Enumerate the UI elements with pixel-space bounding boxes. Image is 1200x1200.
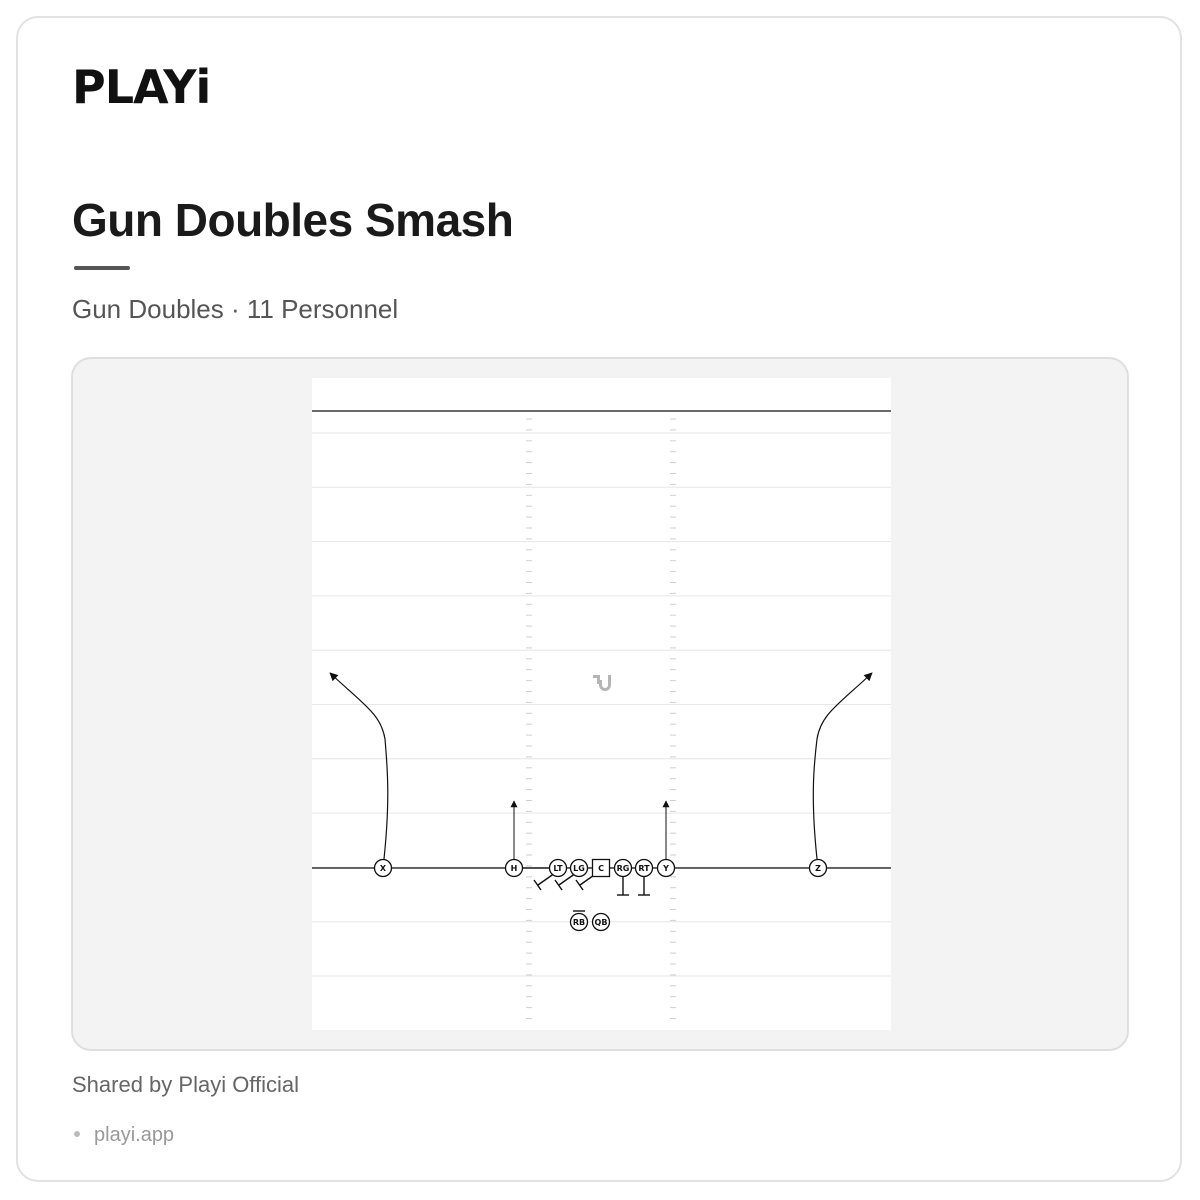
player-rg[interactable]: RG (613, 858, 633, 878)
player-z-label: Z (815, 864, 821, 873)
player-z[interactable]: Z (808, 858, 828, 878)
player-rt-label: RT (638, 864, 650, 873)
player-lg[interactable]: LG (569, 858, 589, 878)
route-z-corner (812, 672, 873, 869)
playi-logo[interactable]: PLAYi (72, 62, 242, 112)
player-qb-label: QB (595, 918, 608, 927)
yard-lines (312, 432, 891, 977)
player-x-label: X (380, 864, 387, 873)
play-diagram: X H LT LG C RG RT Y (312, 378, 891, 1030)
footer-link-row[interactable]: playi.app (72, 1122, 174, 1148)
bullet-icon (74, 1130, 80, 1137)
player-y-label: Y (662, 864, 669, 873)
hash-marks (526, 418, 676, 1019)
shared-by-text: Shared by Playi Official (72, 1072, 300, 1097)
player-lt-label: LT (553, 864, 563, 873)
player-h-label: H (511, 864, 518, 873)
route-x-corner (329, 672, 389, 869)
player-rb[interactable]: RB (569, 912, 589, 932)
player-lg-label: LG (573, 864, 585, 873)
site-link[interactable]: playi.app (94, 1124, 175, 1146)
player-rg-label: RG (617, 864, 630, 873)
player-rb-label: RB (573, 918, 585, 927)
play-diagram-panel: X H LT LG C RG RT Y (71, 357, 1129, 1051)
player-c[interactable]: C (591, 858, 611, 878)
player-h[interactable]: H (504, 858, 524, 878)
player-y[interactable]: Y (656, 858, 676, 878)
player-qb[interactable]: QB (591, 912, 611, 932)
play-title: Gun Doubles Smash (72, 194, 514, 246)
player-c-label: C (598, 864, 604, 873)
playi-logo-icon (593, 675, 611, 691)
player-rt[interactable]: RT (634, 858, 654, 878)
player-lt[interactable]: LT (548, 858, 568, 878)
title-divider (74, 266, 130, 270)
logo-text: PLAYi (72, 60, 211, 114)
player-x[interactable]: X (373, 858, 393, 878)
play-subtitle: Gun Doubles · 11 Personnel (72, 294, 399, 324)
